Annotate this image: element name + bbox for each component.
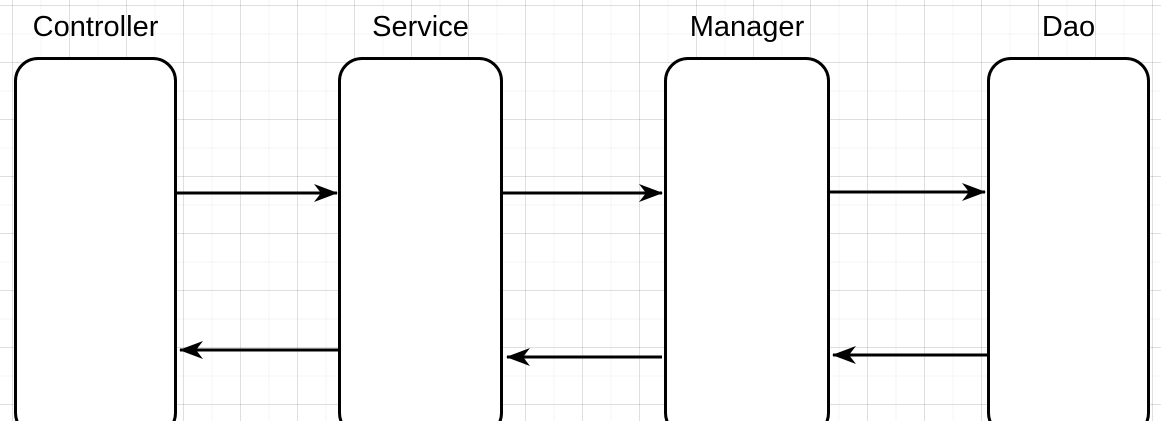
controller-box[interactable]	[14, 57, 177, 421]
controller-label[interactable]: Controller	[32, 11, 159, 43]
manager-label[interactable]: Manager	[689, 11, 805, 43]
dao-label[interactable]: Dao	[1041, 11, 1096, 43]
service-label[interactable]: Service	[372, 11, 469, 43]
dao-box[interactable]	[987, 57, 1150, 421]
service-box[interactable]	[338, 57, 503, 421]
manager-box[interactable]	[664, 57, 830, 421]
